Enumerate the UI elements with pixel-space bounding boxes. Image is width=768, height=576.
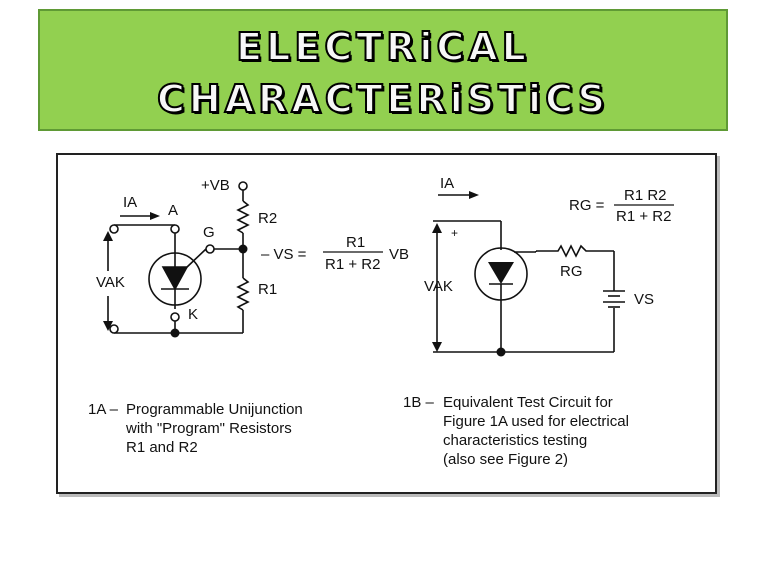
junction-dot [496,347,506,357]
vak-top-terminal [109,224,119,234]
label-vak-1a: VAK [96,274,125,291]
caption-1a-line: with "Program" Resistors [126,420,292,437]
caption-1b-line: Equivalent Test Circuit for [443,394,613,411]
label-ia-1b: IA [440,175,454,192]
cathode-terminal [170,312,180,322]
label-plus: + [451,226,458,240]
label-r1: R1 [258,281,277,298]
formula-vs-denominator: R1 + R2 [325,256,380,273]
figure-frame: +VB IA A G K VAK R2 R1 – VS = R1 R1 + R2… [56,153,717,494]
vak-arrow-down [103,321,113,331]
label-vak-1b: VAK [424,278,453,295]
caption-1b-number: 1B – [403,394,434,411]
caption-1a-number: 1A – [88,401,119,418]
label-rg: RG [560,263,583,280]
circuit-1a [107,181,250,334]
vb-terminal [238,181,248,191]
resistor-rg [536,244,614,258]
label-g: G [203,224,215,241]
circuit-diagram: +VB IA A G K VAK R2 R1 – VS = R1 R1 + R2… [96,175,674,357]
label-vs: VS [634,291,654,308]
formula-rg-denominator: R1 + R2 [616,208,671,225]
caption-1a-line: R1 and R2 [126,439,198,456]
circuit-1b [433,194,625,353]
label-ia-1a: IA [123,194,137,211]
caption-1b-line: (also see Figure 2) [443,451,569,468]
caption-1b-line: Figure 1A used for electrical [443,413,629,430]
current-arrow [150,212,160,220]
formula-rg-numerator: R1 R2 [624,187,667,204]
junction-dot [170,328,180,338]
formula-rg-lhs: RG = [569,197,605,214]
title-line-2: CHARACTERiSTiCS [156,76,610,122]
gate-terminal [205,244,215,254]
vak-arrow-up [432,223,442,233]
title-line-1: ELECTRiCAL [235,24,530,70]
vak-arrow-down [432,342,442,352]
current-arrow [469,191,479,199]
resistor-r2 [236,200,250,234]
caption-1a-line: Programmable Unijunction [126,401,303,418]
formula-vs-rhs: VB [389,246,409,263]
caption-1b-line: characteristics testing [443,432,588,449]
title-banner: ELECTRiCAL CHARACTERiSTiCS [38,9,728,131]
anode-terminal [170,224,180,234]
vak-arrow-up [103,231,113,241]
formula-vs-lhs: – VS = [261,246,307,263]
junction-dot [238,244,248,254]
label-r2: R2 [258,210,277,227]
label-a: A [168,202,178,219]
resistor-r1 [236,277,250,311]
vak-bottom-terminal [109,324,119,334]
formula-vs-numerator: R1 [346,234,365,251]
diode-triangle [488,262,514,284]
label-vb: +VB [201,177,230,194]
label-k: K [188,306,198,323]
